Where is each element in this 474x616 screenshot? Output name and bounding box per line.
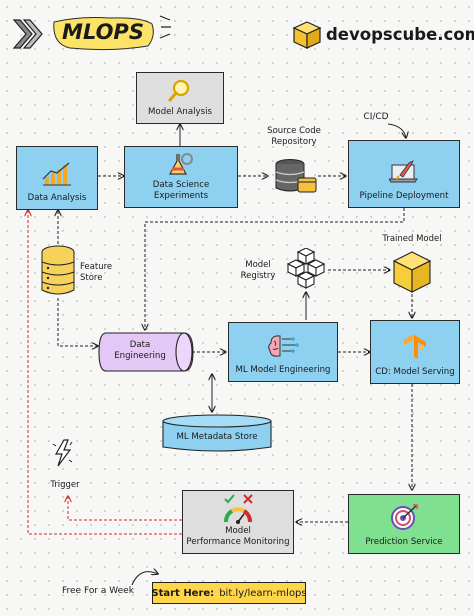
data-engineering-cylinder[interactable]: Data Engineering [98,332,194,372]
start-here-link[interactable]: bit.ly/learn-mlops [219,587,307,599]
free-note: Free For a Week [62,586,134,596]
tensorflow-icon [404,334,426,359]
page-title: MLOPS [62,20,144,44]
feature-store-label: Feature Store [80,262,120,283]
ml-metadata-store-cylinder[interactable]: ML Metadata Store [162,414,272,454]
source-code-label-1: Source Code [267,126,321,136]
feature-store-label-2: Store [80,272,103,283]
cross-icon [242,494,253,505]
source-code-label-2: Repository [271,136,317,147]
repository-icon[interactable] [272,158,318,196]
prediction-service-label: Prediction Service [365,536,443,547]
arrow-monitoring-to-trigger [68,496,182,521]
check-icon [223,494,235,504]
model-monitoring-box[interactable]: Model Performance Monitoring [182,490,294,554]
title-banner: MLOPS [50,14,156,52]
trigger-label: Trigger [50,480,80,490]
target-icon [391,503,418,530]
data-analysis-box[interactable]: Data Analysis [16,146,98,210]
cicd-label: CI/CD [363,112,389,122]
data-engineering-label-1: Data [129,340,151,350]
brand-logo-icon [292,20,322,50]
prediction-service-box[interactable]: Prediction Service [348,494,460,554]
model-registry-label: Model Registry [236,260,280,281]
start-here-banner[interactable]: Start Here: bit.ly/learn-mlops [151,582,307,604]
pipeline-deployment-box[interactable]: Pipeline Deployment [348,140,460,208]
ml-model-engineering-label: ML Model Engineering [235,364,331,375]
magnifier-icon [168,79,190,102]
arrow-cicd-to-pipeline [387,123,406,138]
brain-circuit-icon [268,335,299,357]
menu-chevron-icon[interactable] [8,16,44,52]
data-science-label-1: Data Science [152,180,210,191]
data-analysis-label: Data Analysis [27,192,87,203]
data-science-label-2: Experiments [153,190,209,201]
feature-store-icon[interactable] [40,244,76,298]
rocket-laptop-icon [389,159,418,183]
model-serving-box[interactable]: CD: Model Serving [370,320,460,384]
source-code-label: Source Code Repository [254,126,334,147]
brand-name: devopscube.com [326,25,474,44]
model-analysis-box[interactable]: Model Analysis [136,72,224,124]
monitoring-label-2: Performance Monitoring [186,536,290,547]
spark-icon [158,12,172,42]
model-analysis-label: Model Analysis [148,106,212,117]
trained-model-label: Trained Model [382,234,442,244]
trained-model-icon[interactable] [392,250,432,294]
ml-model-engineering-box[interactable]: ML Model Engineering [228,322,338,382]
bar-chart-icon [42,162,71,186]
feature-store-label-1: Feature [80,262,113,272]
model-registry-label-1: Model [245,260,271,270]
model-registry-icon[interactable] [284,248,328,292]
data-science-box[interactable]: Data Science Experiments [124,146,238,208]
start-here-label: Start Here: [151,587,215,599]
lightning-icon [50,438,76,468]
model-serving-label: CD: Model Serving [375,366,455,377]
ml-metadata-store-label: ML Metadata Store [176,432,258,442]
lab-flask-icon [168,153,193,175]
model-registry-label-2: Registry [240,270,276,281]
monitoring-label-1: Model [225,526,251,537]
pipeline-deployment-label: Pipeline Deployment [359,190,449,201]
data-engineering-label-2: Engineering [114,350,166,361]
gauge-icon [224,507,252,525]
arrow-feature-to-engineering [57,298,98,346]
